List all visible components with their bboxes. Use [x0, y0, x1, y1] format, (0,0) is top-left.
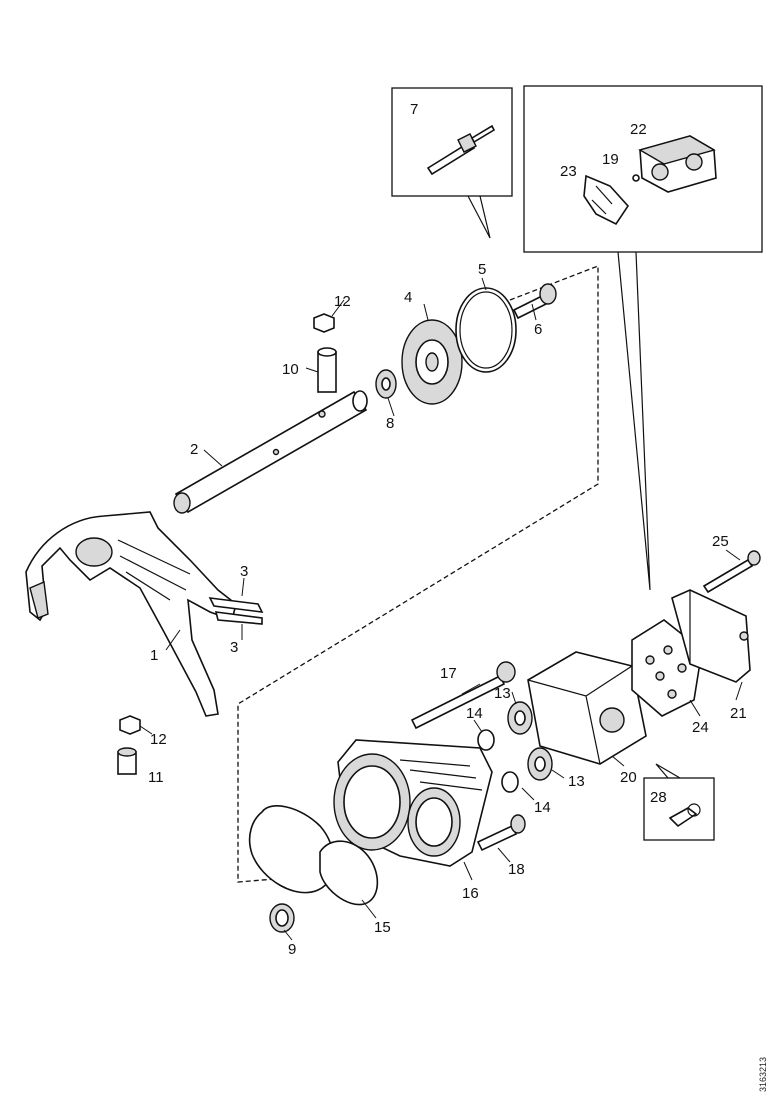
callout-5: 5 [478, 261, 486, 278]
detail-box-28 [643, 763, 715, 841]
part-17-bolt [410, 661, 516, 730]
callout-1: 1 [150, 647, 158, 664]
part-16-housing [333, 739, 493, 867]
callout-12a: 12 [334, 293, 351, 310]
part-8-nut [375, 369, 397, 399]
callout-12b: 12 [150, 731, 167, 748]
part-11-sleeve [117, 747, 137, 775]
callout-23: 23 [560, 163, 577, 180]
callout-19: 19 [602, 151, 619, 168]
callout-7: 7 [410, 101, 418, 118]
part-12-screw-top [313, 313, 335, 333]
part-18-bolt [476, 814, 526, 852]
part-15-gasket [248, 805, 379, 906]
callout-11: 11 [148, 769, 164, 786]
callout-25: 25 [712, 533, 729, 550]
part-25-bolt [702, 550, 761, 594]
part-14-ring-lower [501, 771, 519, 793]
part-28-fitting [668, 803, 701, 828]
callout-16: 16 [462, 885, 479, 902]
callout-10: 10 [282, 361, 299, 378]
part-5-o-ring [455, 287, 517, 373]
callout-21: 21 [730, 705, 747, 722]
dashed-assembly-outline [237, 265, 599, 883]
callout-labels: 1 2 3 3 4 5 6 7 8 9 10 11 12 12 13 13 14… [148, 101, 747, 958]
detail-box-7 [391, 87, 513, 239]
callout-20: 20 [620, 769, 637, 786]
callout-22: 22 [630, 121, 647, 138]
callout-18: 18 [508, 861, 525, 878]
callout-17: 17 [440, 665, 457, 682]
part-19-screw [632, 174, 640, 182]
callout-3a: 3 [240, 563, 248, 580]
reference-code: 3163213 [758, 1057, 768, 1092]
part-3-pins [208, 597, 264, 625]
part-7-pin [426, 124, 496, 176]
leader-lines [139, 277, 743, 941]
part-12-screw-bottom [119, 715, 141, 735]
part-1-shift-fork [25, 511, 237, 717]
callout-28: 28 [650, 789, 667, 806]
callout-6: 6 [534, 321, 542, 338]
part-10-sleeve [317, 347, 337, 393]
part-13-bushing-lower [527, 747, 553, 781]
part-13-bushing-upper [507, 701, 533, 735]
part-23-bracket [583, 174, 630, 226]
callout-14b: 14 [534, 799, 551, 816]
part-9-seal [269, 903, 295, 933]
callout-8: 8 [386, 415, 394, 432]
callout-2: 2 [190, 441, 198, 458]
part-20-cover [527, 651, 647, 765]
part-21-end-cover [671, 589, 751, 683]
part-2-shift-rail [173, 390, 368, 514]
part-6-bolt [512, 283, 557, 320]
callout-14a: 14 [466, 705, 483, 722]
callout-15: 15 [374, 919, 391, 936]
detail-box-22 [523, 85, 763, 253]
callout-4: 4 [404, 289, 412, 306]
part-14-ring-upper [477, 729, 495, 751]
callout-9: 9 [288, 941, 296, 958]
callout-13a: 13 [494, 685, 511, 702]
callout-3b: 3 [230, 639, 238, 656]
part-22-valve-block [638, 135, 717, 193]
leader-detail-22 [617, 251, 651, 591]
callout-24: 24 [692, 719, 709, 736]
part-4-piston [401, 319, 463, 405]
callout-13b: 13 [568, 773, 585, 790]
